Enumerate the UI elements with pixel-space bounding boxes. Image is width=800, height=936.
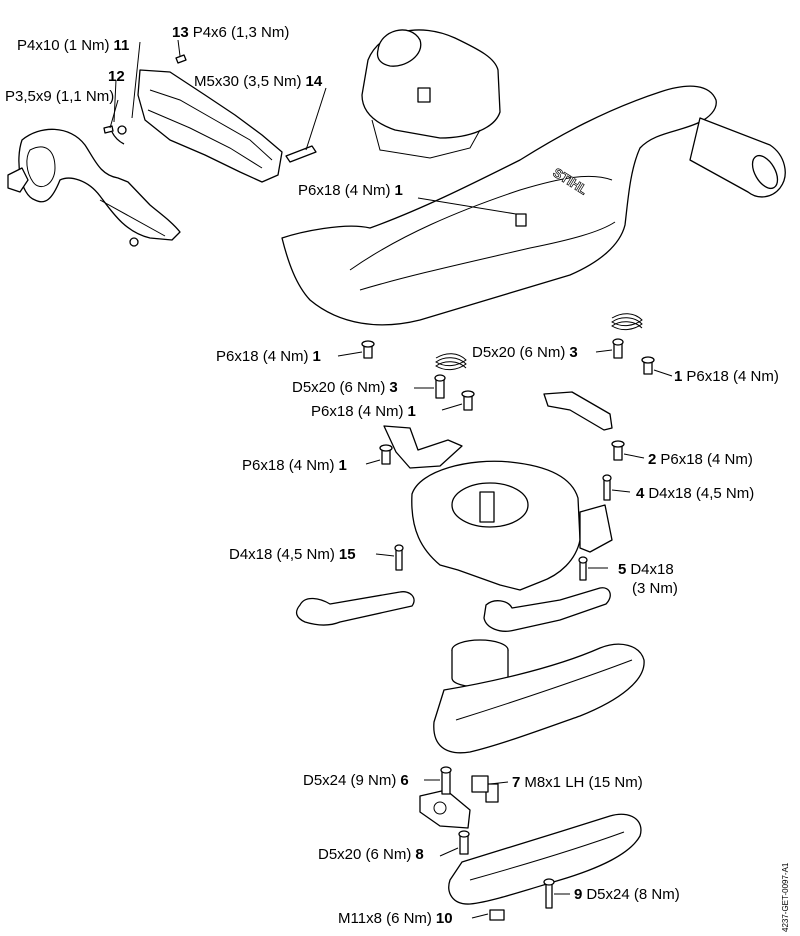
callout-1-plate: P6x18 (4 Nm)1 bbox=[242, 457, 347, 474]
leader-lines bbox=[109, 39, 673, 919]
screws bbox=[361, 338, 655, 921]
callout-12-spec: P3,5x9 (1,1 Nm) bbox=[5, 88, 115, 105]
base-plate bbox=[419, 783, 642, 905]
middle-springs-plates bbox=[383, 313, 643, 469]
fuel-tank bbox=[361, 29, 501, 159]
callout-5-torque: (3 Nm) bbox=[632, 580, 678, 597]
intake-pipes bbox=[295, 587, 611, 632]
callout-1-left: P6x18 (4 Nm)1 bbox=[216, 348, 321, 365]
callout-14: M5x30 (3,5 Nm)14 bbox=[194, 73, 323, 90]
rear-handle-left-half bbox=[7, 128, 181, 247]
callout-6: D5x24 (9 Nm)6 bbox=[303, 772, 409, 789]
rear-handle-right-half bbox=[137, 69, 283, 183]
engine-block bbox=[411, 460, 613, 591]
callout-3-right: D5x20 (6 Nm)3 bbox=[472, 344, 578, 361]
callout-11: P4x10 (1 Nm)11 bbox=[17, 37, 130, 54]
gearbox-housing bbox=[433, 639, 645, 754]
main-housing bbox=[281, 85, 786, 326]
callout-15: D4x18 (4,5 Nm)15 bbox=[229, 546, 356, 563]
callout-1-housing: P6x18 (4 Nm)1 bbox=[298, 182, 403, 199]
callout-1-middle: P6x18 (4 Nm)1 bbox=[311, 403, 416, 420]
small-screws-top bbox=[103, 54, 317, 163]
callout-3-left: D5x20 (6 Nm)3 bbox=[292, 379, 398, 396]
callout-12: 12 bbox=[108, 68, 125, 85]
document-reference: 4237-GET-0097-A1 bbox=[781, 862, 790, 932]
callout-8: D5x20 (6 Nm)8 bbox=[318, 846, 424, 863]
callout-10: M11x8 (6 Nm)10 bbox=[338, 910, 453, 927]
